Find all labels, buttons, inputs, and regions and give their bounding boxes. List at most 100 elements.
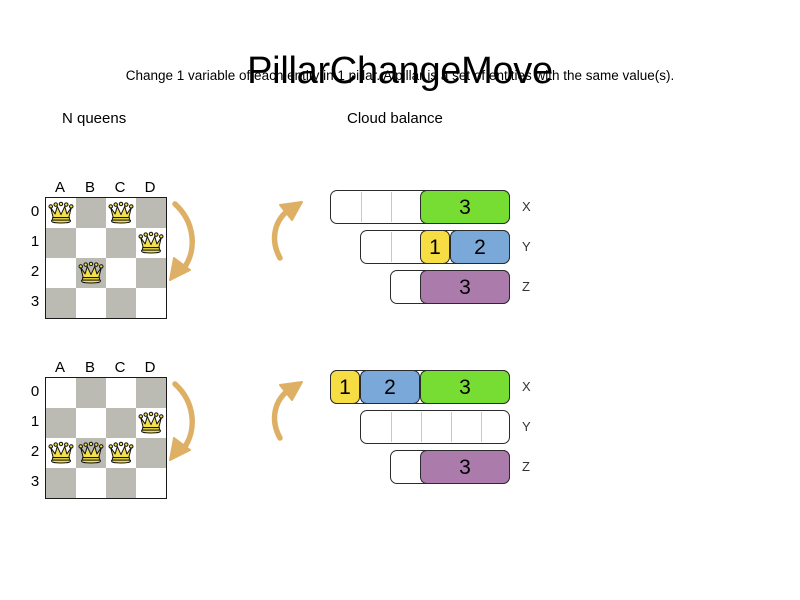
chess-cell-C2[interactable] xyxy=(106,438,136,468)
chess-cell-C3[interactable] xyxy=(106,468,136,498)
chess-cell-C1[interactable] xyxy=(106,408,136,438)
capacity-unit-divider xyxy=(361,192,362,222)
chess-cell-B1[interactable] xyxy=(76,228,106,258)
chess-cell-A1[interactable] xyxy=(46,228,76,258)
chess-cell-C0[interactable] xyxy=(106,198,136,228)
curved-arrow-up-icon-cloud-2 xyxy=(271,381,303,441)
board-file-labels: A B C D xyxy=(45,178,165,197)
chess-cell-B3[interactable] xyxy=(76,288,106,318)
chess-cell-B2[interactable] xyxy=(76,258,106,288)
page-title: PillarChangeMove xyxy=(247,50,553,93)
capacity-unit-divider xyxy=(391,232,392,262)
process-segment[interactable]: 2 xyxy=(450,230,510,264)
computer-label-Z: Z xyxy=(522,459,530,474)
queen-piece[interactable] xyxy=(137,409,165,437)
queen-piece[interactable] xyxy=(77,259,105,287)
computer-label-Y: Y xyxy=(522,419,531,434)
chess-cell-B0[interactable] xyxy=(76,378,106,408)
chess-cell-D1[interactable] xyxy=(136,408,166,438)
process-segment[interactable]: 3 xyxy=(420,450,510,484)
board-file-label: A xyxy=(54,359,65,376)
computer-label-X: X xyxy=(522,379,531,394)
chess-cell-B1[interactable] xyxy=(76,408,106,438)
curved-arrow-up-icon-cloud-1 xyxy=(271,201,303,261)
chess-cell-D3[interactable] xyxy=(136,468,166,498)
chess-cell-D3[interactable] xyxy=(136,288,166,318)
board-file-label: C xyxy=(114,359,126,376)
queen-piece[interactable] xyxy=(107,199,135,227)
curved-arrow-down-icon-nqueens-1 xyxy=(169,201,195,281)
queen-icon xyxy=(48,201,74,224)
capacity-unit-divider xyxy=(391,412,392,442)
computer-label-X: X xyxy=(522,199,531,214)
chess-cell-C2[interactable] xyxy=(106,258,136,288)
queen-icon xyxy=(138,231,164,254)
queen-icon xyxy=(48,441,74,464)
chess-cell-D0[interactable] xyxy=(136,198,166,228)
board-file-label: B xyxy=(84,359,95,376)
curved-arrow-down-icon-nqueens-2 xyxy=(169,381,195,461)
computer-label-Z: Z xyxy=(522,279,530,294)
chess-cell-A1[interactable] xyxy=(46,408,76,438)
board-file-label: A xyxy=(54,179,65,196)
process-segment[interactable]: 2 xyxy=(360,370,420,404)
board-file-label: B xyxy=(84,179,95,196)
queen-piece[interactable] xyxy=(77,439,105,467)
board-rank-label: 0 xyxy=(30,383,40,400)
queen-piece[interactable] xyxy=(137,229,165,257)
board-file-label: D xyxy=(144,359,156,376)
board-file-labels: A B C D xyxy=(45,358,165,377)
cloud-computer-row-Y: Y xyxy=(265,410,531,444)
chess-cell-C1[interactable] xyxy=(106,228,136,258)
chess-cell-B0[interactable] xyxy=(76,198,106,228)
queen-piece[interactable] xyxy=(107,439,135,467)
capacity-unit-divider xyxy=(481,412,482,442)
chess-cell-D2[interactable] xyxy=(136,438,166,468)
board-rank-label: 2 xyxy=(30,263,40,280)
queen-icon xyxy=(78,261,104,284)
chess-cell-C0[interactable] xyxy=(106,378,136,408)
chess-cell-D1[interactable] xyxy=(136,228,166,258)
chess-grid xyxy=(45,377,167,499)
chess-cell-A0[interactable] xyxy=(46,198,76,228)
board-rank-label: 2 xyxy=(30,443,40,460)
board-file-label: C xyxy=(114,179,126,196)
capacity-unit-divider xyxy=(451,412,452,442)
process-segment[interactable]: 3 xyxy=(420,190,510,224)
chess-cell-A2[interactable] xyxy=(46,438,76,468)
board-rank-label: 1 xyxy=(30,413,40,430)
capacity-unit-divider xyxy=(421,412,422,442)
board-file-label: D xyxy=(144,179,156,196)
section-heading-cloud: Cloud balance xyxy=(347,110,443,127)
process-segment[interactable]: 1 xyxy=(420,230,450,264)
process-segment[interactable]: 3 xyxy=(420,270,510,304)
chess-cell-D0[interactable] xyxy=(136,378,166,408)
board-rank-label: 3 xyxy=(30,293,40,310)
chess-cell-C3[interactable] xyxy=(106,288,136,318)
chess-cell-D2[interactable] xyxy=(136,258,166,288)
queen-piece[interactable] xyxy=(47,439,75,467)
queen-icon xyxy=(108,201,134,224)
queen-icon xyxy=(78,441,104,464)
queen-piece[interactable] xyxy=(47,199,75,227)
chess-cell-A0[interactable] xyxy=(46,378,76,408)
process-segment[interactable]: 3 xyxy=(420,370,510,404)
queen-icon xyxy=(138,411,164,434)
capacity-unit-divider xyxy=(391,192,392,222)
section-heading-nqueens: N queens xyxy=(62,110,127,127)
chess-cell-A3[interactable] xyxy=(46,468,76,498)
chess-cell-A3[interactable] xyxy=(46,288,76,318)
queen-icon xyxy=(108,441,134,464)
process-segment[interactable]: 1 xyxy=(330,370,360,404)
computer-capacity-bar xyxy=(360,410,510,444)
chess-cell-B3[interactable] xyxy=(76,468,106,498)
chess-cell-B2[interactable] xyxy=(76,438,106,468)
chess-grid xyxy=(45,197,167,319)
chess-cell-A2[interactable] xyxy=(46,258,76,288)
